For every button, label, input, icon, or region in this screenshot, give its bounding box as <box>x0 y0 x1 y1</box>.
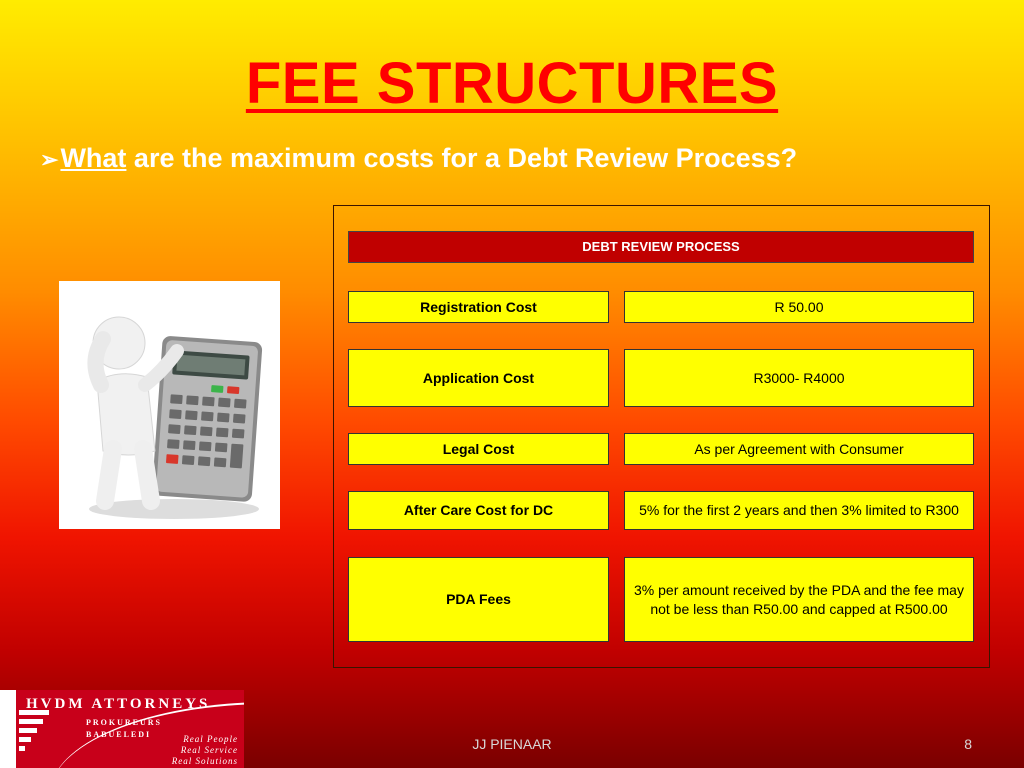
logo-sub-2: BABUELEDI <box>86 730 152 739</box>
row-label-registration: Registration Cost <box>348 291 609 323</box>
slide-title: FEE STRUCTURES <box>245 51 779 116</box>
logo-bars-icon <box>19 710 49 755</box>
row-value-pda: 3% per amount received by the PDA and th… <box>624 557 974 642</box>
logo-tag-1: Real People <box>183 734 238 744</box>
logo-strip <box>0 690 16 768</box>
question-emphasis: What <box>60 143 127 173</box>
row-label-legal: Legal Cost <box>348 433 609 465</box>
row-value-application: R3000- R4000 <box>624 349 974 407</box>
logo-tag-2: Real Service <box>180 745 238 755</box>
row-label-after-care: After Care Cost for DC <box>348 491 609 530</box>
page-number: 8 <box>964 736 972 752</box>
row-value-after-care: 5% for the first 2 years and then 3% lim… <box>624 491 974 530</box>
logo-name: HVDM ATTORNEYS <box>26 696 211 712</box>
row-label-pda: PDA Fees <box>348 557 609 642</box>
calculator-figure-image <box>59 281 280 529</box>
row-value-registration: R 50.00 <box>624 291 974 323</box>
row-value-legal: As per Agreement with Consumer <box>624 433 974 465</box>
logo-sub-1: PROKUREURS <box>86 718 163 727</box>
question-text: are the maximum costs for a Debt Review … <box>126 143 798 173</box>
table-header: DEBT REVIEW PROCESS <box>348 231 974 263</box>
company-logo: HVDM ATTORNEYS PROKUREURS BABUELEDI Real… <box>0 690 244 768</box>
fee-table <box>333 205 990 668</box>
row-label-application: Application Cost <box>348 349 609 407</box>
question-line: ➢What are the maximum costs for a Debt R… <box>40 143 797 174</box>
calculator-figure-icon <box>87 316 263 519</box>
arrow-bullet-icon: ➢ <box>40 147 59 172</box>
logo-tag-3: Real Solutions <box>171 756 238 766</box>
footer-author: JJ PIENAAR <box>472 736 552 752</box>
